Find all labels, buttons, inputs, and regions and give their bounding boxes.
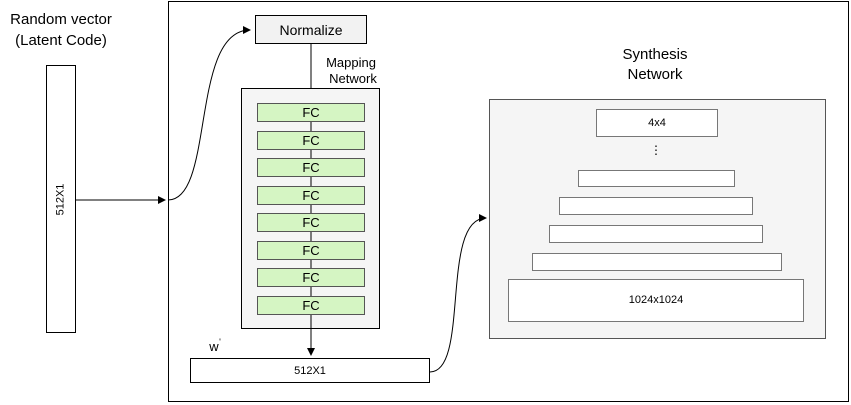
synthesis-block-5 <box>532 253 782 271</box>
synthesis-ellipsis: ⋮ <box>650 143 662 157</box>
latent-vector-box <box>46 65 76 333</box>
synthesis-block-4x4-label: 4x4 <box>648 117 666 129</box>
fc-layer-7: FC <box>257 268 365 287</box>
w-prime-mark: ' <box>219 337 221 347</box>
fc-layer-3: FC <box>257 158 365 177</box>
frame-to-normalize-curve <box>167 26 251 201</box>
synthesis-block-3 <box>559 197 753 215</box>
synthesis-block-2 <box>578 170 735 187</box>
fc-layer-4: FC <box>257 186 365 205</box>
synthesis-title-line1: Synthesis <box>622 46 688 63</box>
fc-layer-5: FC <box>257 213 365 232</box>
fc-layer-1: FC <box>257 103 365 122</box>
synthesis-block-4x4 <box>596 109 718 137</box>
synthesis-block-1024x1024-label: 1024x1024 <box>628 294 684 306</box>
normalize-label: Normalize <box>279 22 343 38</box>
synthesis-block-4 <box>549 225 763 243</box>
mapping-title-line1: Mapping <box>326 55 376 70</box>
fc-layer-6: FC <box>257 241 365 260</box>
normalize-box <box>255 15 367 44</box>
fc-layer-2: FC <box>257 131 365 150</box>
input-title-line2: (Latent Code) <box>15 32 107 49</box>
synthesis-title-line2: Network <box>627 66 683 83</box>
w-vector-box <box>190 358 430 383</box>
w-label: w <box>209 339 219 354</box>
outer-frame <box>168 1 849 402</box>
mapping-title-line2: Network <box>329 71 377 86</box>
w-vector-label: 512X1 <box>294 365 326 377</box>
w-to-synthesis-curve <box>429 214 487 373</box>
synthesis-block-1024x1024 <box>508 279 804 322</box>
input-title-line1: Random vector <box>10 11 112 28</box>
fc-layer-8: FC <box>257 296 365 315</box>
